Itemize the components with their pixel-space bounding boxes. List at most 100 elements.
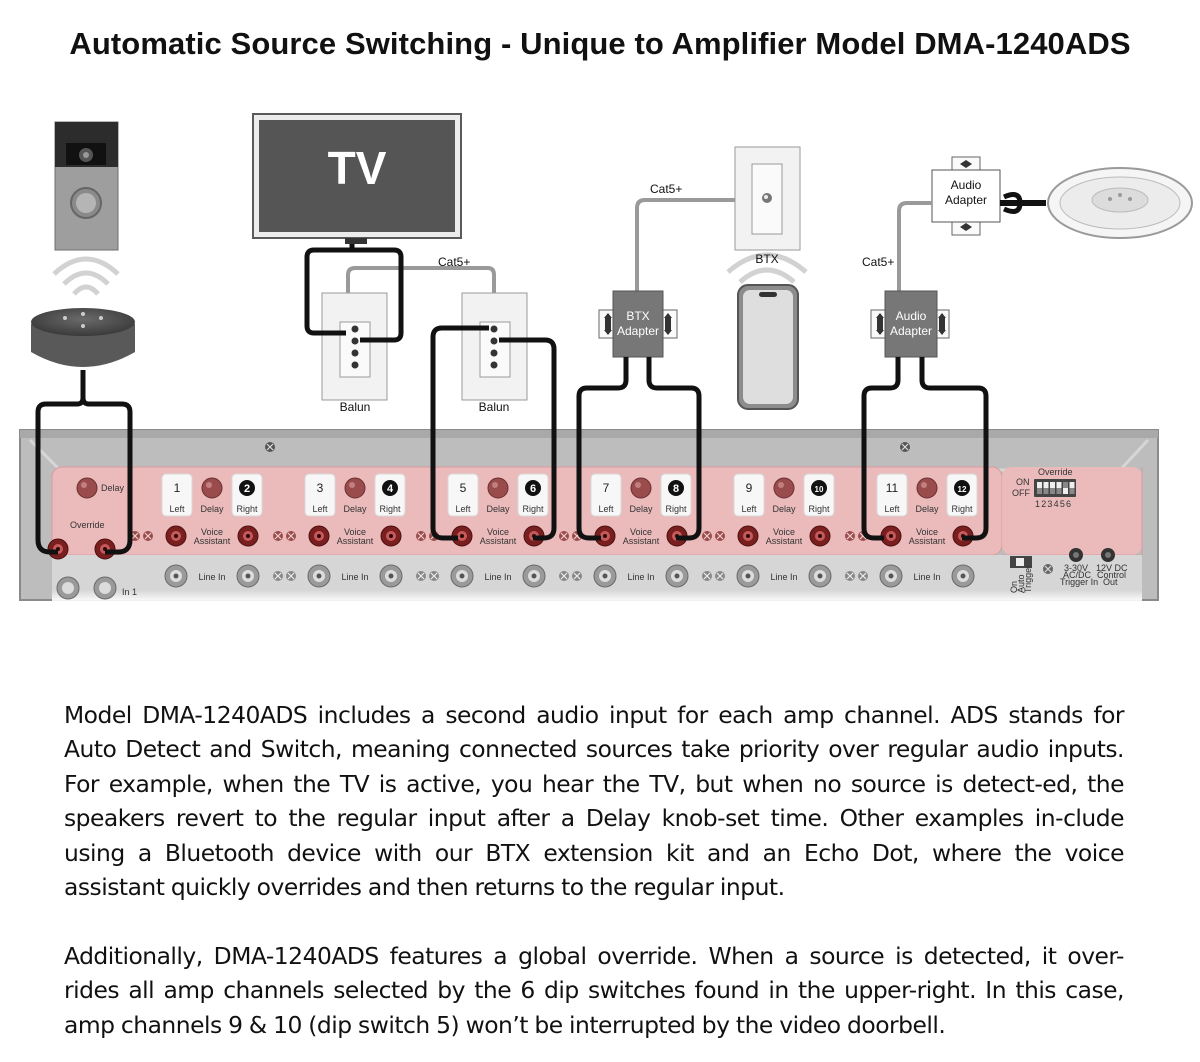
assistant-label: Assistant — [909, 536, 946, 546]
mode-switch[interactable] — [1010, 556, 1032, 568]
dip-off-label: OFF — [1012, 488, 1030, 498]
delay-knob[interactable] — [630, 477, 652, 499]
cat5-label: Cat5+ — [862, 255, 894, 269]
tv: TV — [252, 113, 462, 244]
line-in-jack[interactable] — [522, 564, 546, 588]
dc-out-jack[interactable] — [1101, 548, 1115, 562]
screw-icon — [702, 571, 712, 581]
line-in-jack[interactable] — [808, 564, 832, 588]
smartphone — [737, 284, 799, 410]
line-in-jack[interactable] — [665, 564, 689, 588]
line-in-jack[interactable] — [56, 576, 80, 600]
voice-assistant-jack[interactable] — [308, 525, 330, 547]
screw-icon — [416, 531, 426, 541]
line-in-jack[interactable] — [879, 564, 903, 588]
voice-label: Voice — [344, 527, 366, 537]
channel-left-number: 11 — [886, 481, 899, 495]
description-paragraph-1: Model DMA-1240ADS includes a second audi… — [64, 701, 1125, 902]
audio-adapter-top: Audio Adapter — [931, 156, 1001, 236]
screw-icon — [845, 531, 855, 541]
delay-label: Delay — [343, 504, 367, 514]
delay-knob[interactable] — [201, 477, 223, 499]
global-delay-knob[interactable] — [76, 477, 98, 499]
balun-wallplate — [461, 292, 528, 401]
delay-knob[interactable] — [916, 477, 938, 499]
balun-wallplate — [321, 292, 388, 401]
line-in-jack[interactable] — [164, 564, 188, 588]
balun-label: Balun — [479, 400, 510, 414]
voice-label: Voice — [487, 527, 509, 537]
delay-label: Delay — [629, 504, 653, 514]
screw-icon — [702, 531, 712, 541]
voice-assistant-jack[interactable] — [165, 525, 187, 547]
in1-label: In 1 — [122, 587, 137, 597]
line-in-jack[interactable] — [951, 564, 975, 588]
line-in-jack[interactable] — [93, 576, 117, 600]
btx-wallplate — [734, 146, 801, 251]
switch-on-label: On — [1009, 581, 1019, 593]
voice-assistant-jack[interactable] — [737, 525, 759, 547]
btx-adapter-label: BTX — [626, 309, 649, 323]
voice-assistant-jack[interactable] — [809, 525, 831, 547]
override-label: Override — [70, 520, 105, 530]
switch-trigger-label: Trigger — [1023, 565, 1033, 593]
audio-adapter-label-2: Adapter — [890, 324, 932, 338]
channel-left-label: Left — [741, 504, 757, 514]
global-delay-label: Delay — [101, 483, 125, 493]
line-in-jack[interactable] — [593, 564, 617, 588]
channel-right-label: Right — [951, 504, 973, 514]
dip-switch-block[interactable] — [1034, 479, 1076, 497]
audio-adapter: Audio Adapter — [870, 290, 950, 358]
cat5-cable — [635, 198, 735, 292]
channel-right-label: Right — [236, 504, 258, 514]
voice-assistant-jack[interactable] — [237, 525, 259, 547]
line-in-label: Line In — [627, 572, 654, 582]
rca-cable-tv-left — [304, 244, 355, 336]
btx-label: BTX — [755, 252, 778, 266]
screw-icon — [143, 531, 153, 541]
rca-cables — [35, 244, 989, 555]
voice-assistant-jack[interactable] — [594, 525, 616, 547]
override-jack[interactable] — [94, 538, 116, 560]
wireless-signal-icon — [726, 252, 808, 284]
screw-icon — [265, 442, 275, 452]
channel-right-label: Right — [379, 504, 401, 514]
line-in-jack[interactable] — [307, 564, 331, 588]
dc-label-2: Control — [1097, 570, 1126, 580]
voice-assistant-jack[interactable] — [880, 525, 902, 547]
dip-numbers: 123456 — [1035, 499, 1072, 509]
line-in-label: Line In — [198, 572, 225, 582]
voice-label: Voice — [916, 527, 938, 537]
rca-cable-tv-right — [352, 247, 404, 343]
balun-label: Balun — [340, 400, 371, 414]
btx-adapter-label-2: Adapter — [617, 324, 659, 338]
channel-left-number: 7 — [603, 481, 610, 495]
channel-right-number: 6 — [530, 483, 536, 495]
override-jack[interactable] — [47, 538, 69, 560]
audio-adapter-label: Audio — [896, 309, 927, 323]
rca-cable-balun-left — [430, 325, 489, 541]
channel-left-label: Left — [169, 504, 185, 514]
channel-right-number: 4 — [387, 483, 394, 495]
channel-right-label: Right — [522, 504, 544, 514]
line-in-jack[interactable] — [379, 564, 403, 588]
video-doorbell — [54, 121, 119, 251]
line-in-jack[interactable] — [236, 564, 260, 588]
delay-label: Delay — [915, 504, 939, 514]
delay-knob[interactable] — [344, 477, 366, 499]
screw-icon — [900, 442, 910, 452]
screw-icon — [286, 571, 296, 581]
delay-knob[interactable] — [487, 477, 509, 499]
trigger-in-jack[interactable] — [1069, 548, 1083, 562]
channel-left-number: 1 — [174, 481, 181, 495]
line-in-label: Line In — [770, 572, 797, 582]
line-in-jack[interactable] — [736, 564, 760, 588]
voice-assistant-jack[interactable] — [451, 525, 473, 547]
line-in-jack[interactable] — [450, 564, 474, 588]
delay-label: Delay — [772, 504, 796, 514]
voice-assistant-jack[interactable] — [380, 525, 402, 547]
delay-knob[interactable] — [773, 477, 795, 499]
